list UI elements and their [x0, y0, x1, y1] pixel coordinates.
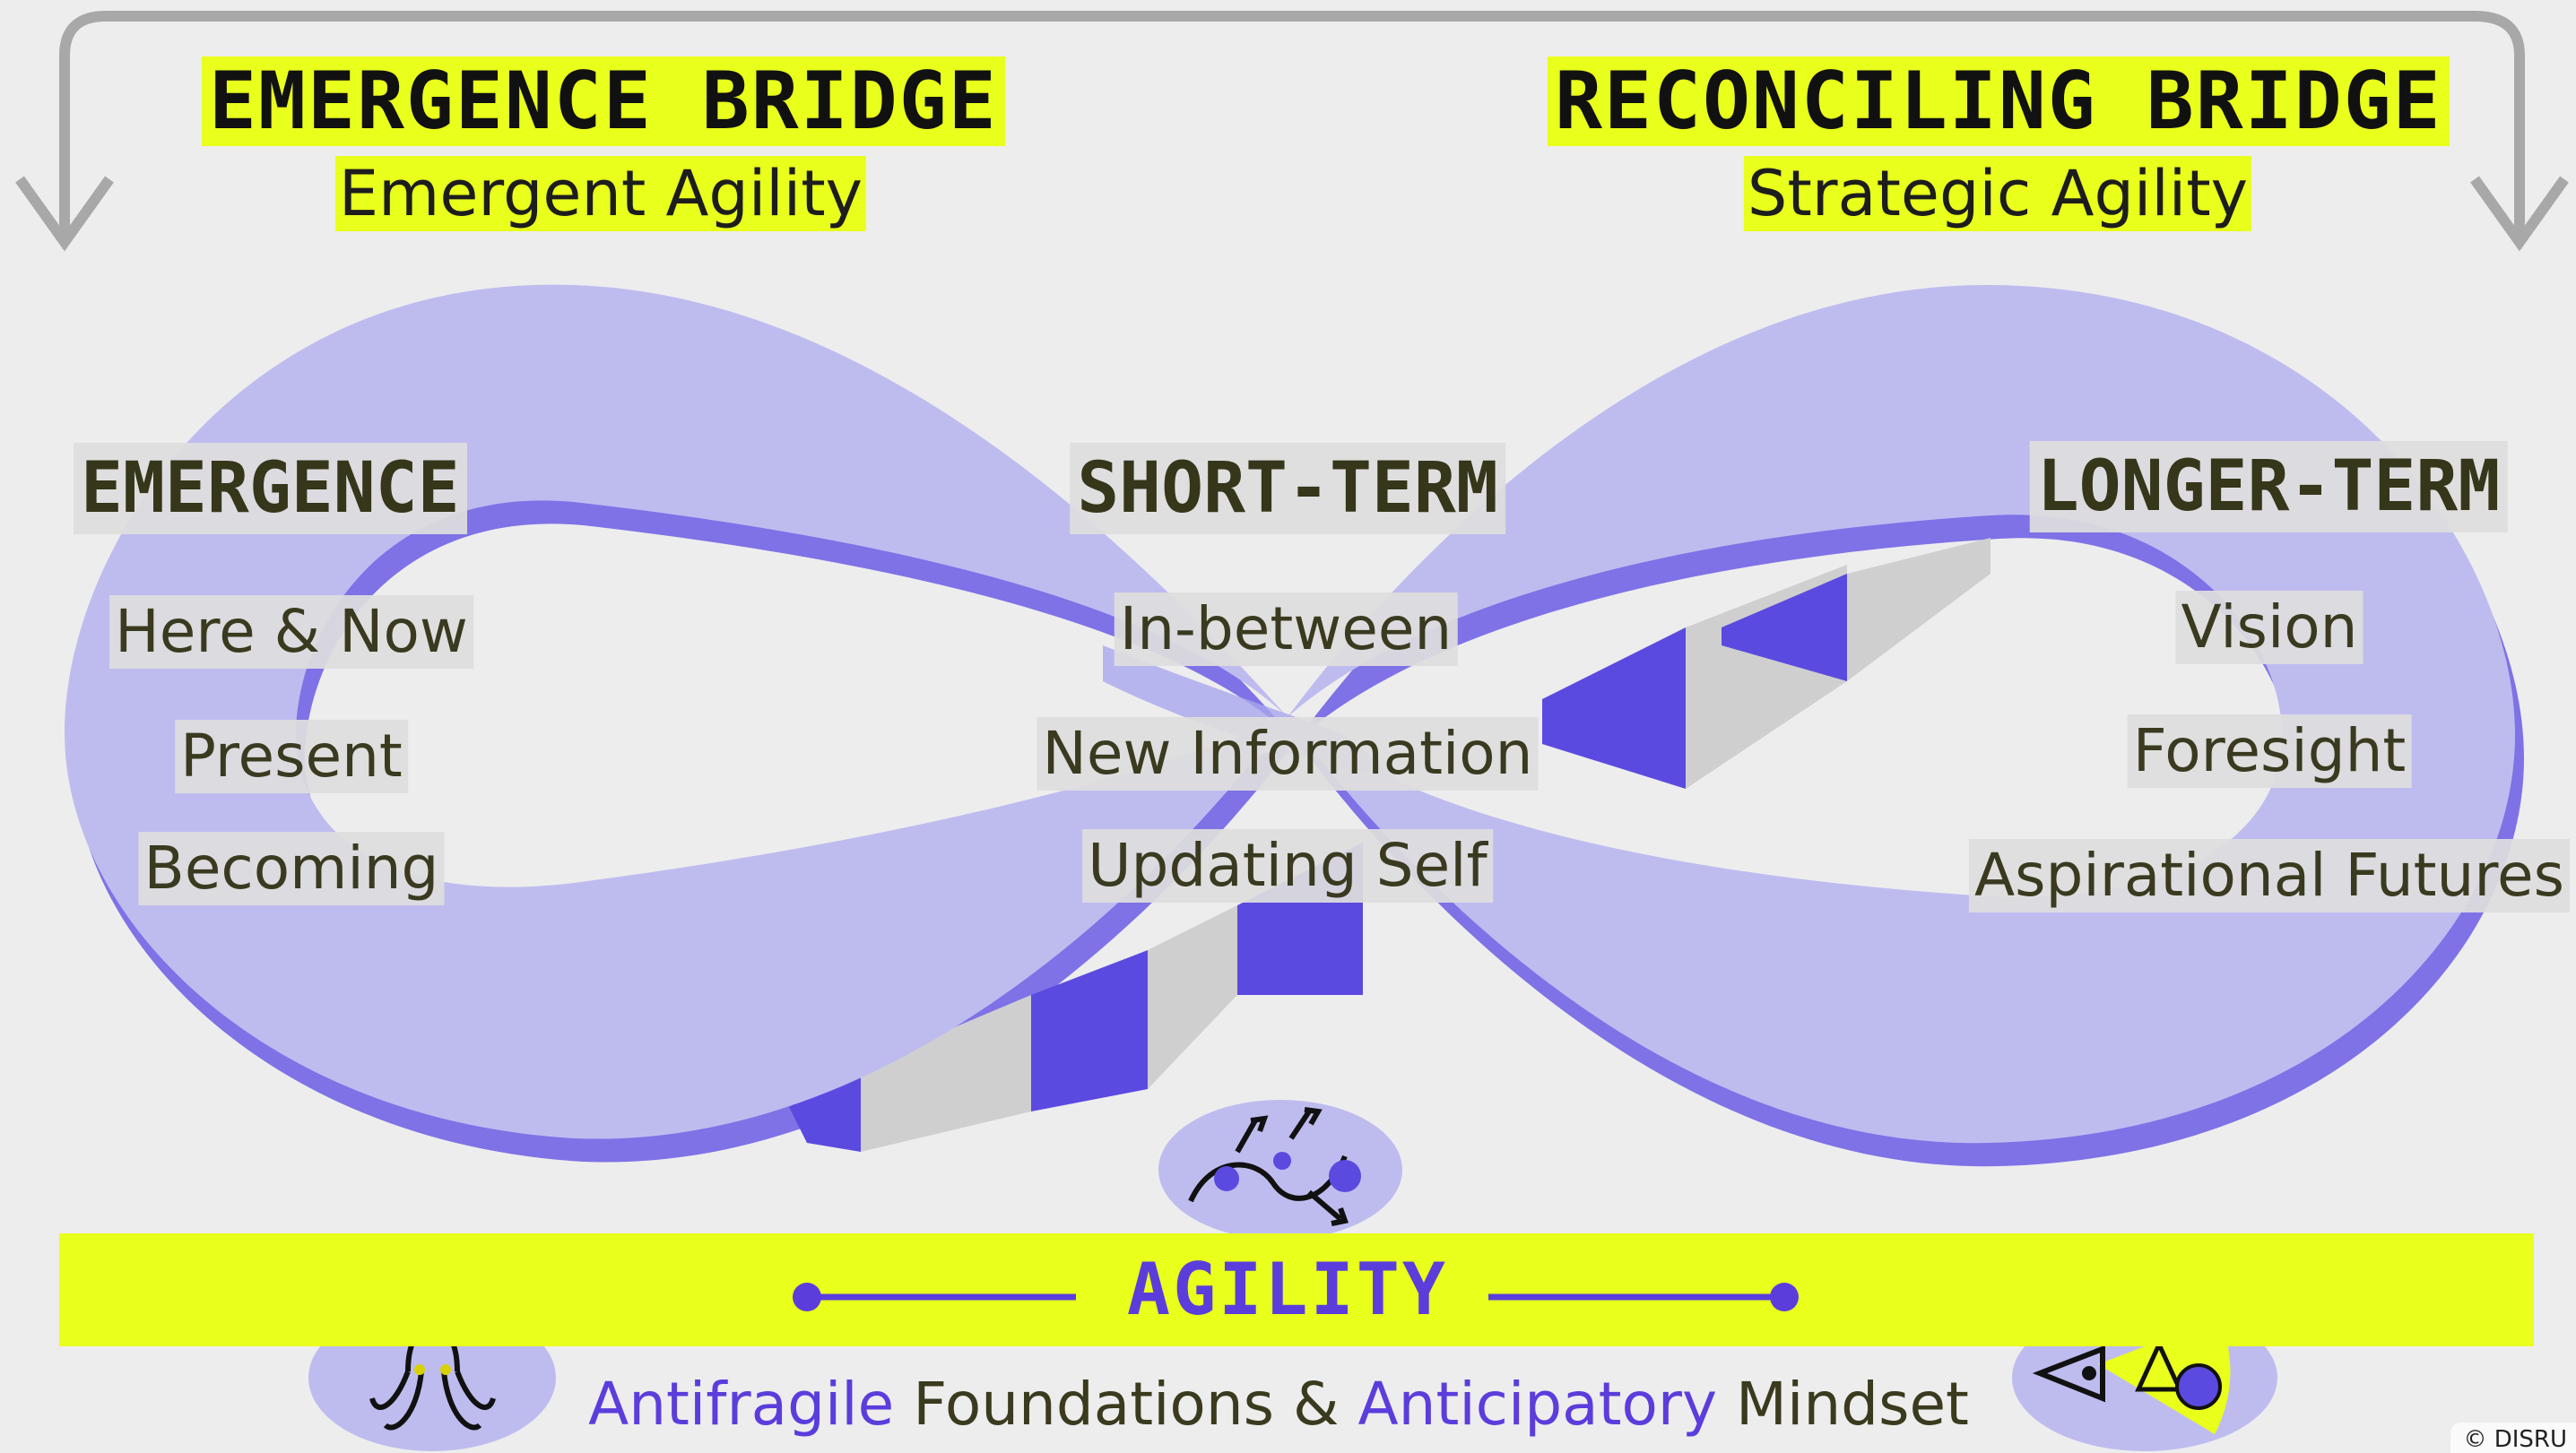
mindset-caption: Antifragile Foundations & Anticipatory M…	[588, 1364, 1969, 1445]
emergence-bridge-title: EMERGENCE BRIDGE	[202, 56, 1005, 146]
emergence-bridge-subtitle-wrap: Emergent Agility	[334, 156, 867, 231]
short-term-item: In-between	[1114, 592, 1458, 666]
loop-arrow	[59, 11, 2525, 235]
emergence-title: EMERGENCE	[74, 443, 467, 534]
mindset-accent-antifragile: Antifragile	[588, 1370, 895, 1439]
emergence-item: Present	[175, 720, 408, 793]
reconciling-bridge-subtitle-wrap: Strategic Agility	[1743, 156, 2252, 231]
reconciling-bridge-title: RECONCILING BRIDGE	[1548, 56, 2450, 146]
reconciling-bridge-subtitle: Strategic Agility	[1743, 156, 2252, 231]
emergence-item: Here & Now	[109, 595, 473, 669]
mindset-text: Foundations &	[894, 1370, 1358, 1439]
agility-bar	[59, 1233, 2534, 1346]
emergence-item: Becoming	[138, 832, 445, 905]
infinity-ribbon	[64, 284, 2515, 1144]
short-term-column: SHORT-TERM	[1070, 443, 1505, 534]
longer-term-item: Aspirational Futures	[1968, 839, 2571, 912]
emergence-bridge-header: EMERGENCE BRIDGE	[202, 56, 1005, 146]
longer-term-column: LONGER-TERM	[2029, 441, 2508, 532]
branching-paths-icon	[1158, 1100, 1402, 1240]
longer-term-title: LONGER-TERM	[2029, 441, 2508, 532]
short-term-item: New Information	[1036, 717, 1539, 791]
agility-title: AGILITY	[1126, 1248, 1449, 1331]
longer-term-item: Foresight	[2127, 714, 2412, 788]
longer-term-item: Vision	[2175, 591, 2364, 664]
left-arrowhead-icon	[15, 176, 114, 252]
emergence-bridge-subtitle: Emergent Agility	[334, 156, 867, 231]
mindset-accent-anticipatory: Anticipatory	[1357, 1370, 1718, 1439]
short-term-title: SHORT-TERM	[1070, 443, 1505, 534]
copyright-notice: © DISRU	[2450, 1423, 2576, 1453]
reconciling-bridge-header: RECONCILING BRIDGE	[1548, 56, 2450, 146]
emergence-column: EMERGENCE	[74, 443, 467, 534]
mindset-text-end: Mindset	[1717, 1370, 1969, 1439]
short-term-item: Updating Self	[1082, 829, 1493, 903]
right-arrowhead-icon	[2470, 176, 2569, 252]
ribbon-struts	[789, 538, 1991, 1152]
